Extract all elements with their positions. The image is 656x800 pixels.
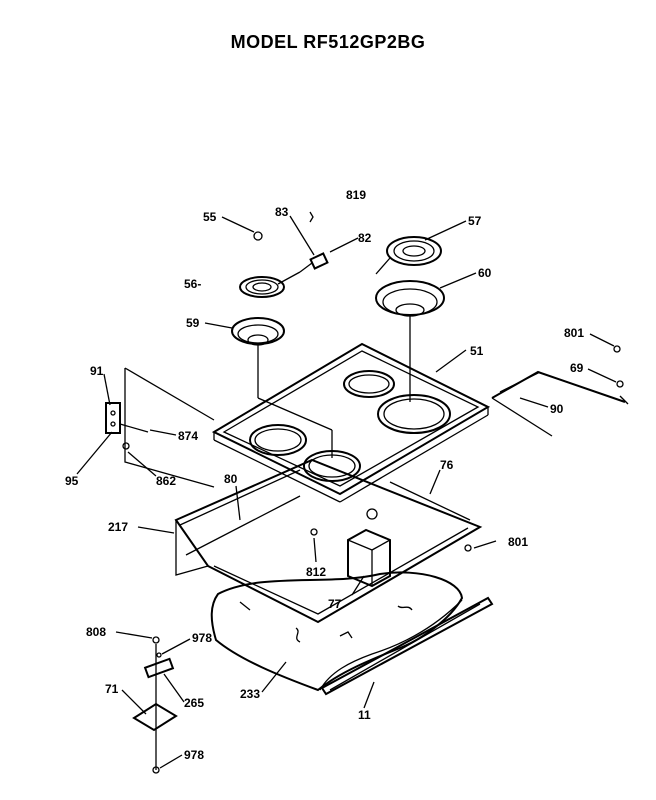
bracket-83-82	[299, 252, 329, 273]
label-60: 60	[478, 266, 492, 280]
front-rail-11	[320, 596, 494, 696]
diagram-title: MODEL RF512GP2BG	[230, 32, 426, 52]
rear-bracket-90	[491, 370, 629, 437]
washer-69	[616, 380, 624, 388]
label-95: 95	[65, 474, 79, 488]
screw-801-top	[613, 345, 621, 353]
label-978-bottom: 978	[184, 748, 204, 762]
label-71: 71	[105, 682, 119, 696]
screw-819	[309, 211, 314, 223]
surface-element-56	[239, 271, 301, 298]
knob-55	[253, 231, 263, 241]
label-77: 77	[328, 597, 342, 611]
label-69: 69	[570, 361, 584, 375]
label-801-top: 801	[564, 326, 584, 340]
drip-bowl-59	[231, 317, 285, 346]
label-265: 265	[184, 696, 204, 710]
main-top-frame	[174, 458, 483, 624]
label-217: 217	[108, 520, 128, 534]
label-83: 83	[275, 205, 289, 219]
drip-bowl-60	[375, 280, 445, 317]
label-11: 11	[358, 708, 371, 722]
label-55: 55	[203, 210, 217, 224]
label-56: 56-	[184, 277, 201, 291]
label-59: 59	[186, 316, 200, 330]
cooktop-panel	[211, 342, 491, 503]
hardware-stack	[132, 636, 178, 774]
label-82: 82	[358, 231, 372, 245]
label-leaders	[76, 215, 617, 769]
label-812: 812	[306, 565, 326, 579]
label-874: 874	[178, 429, 198, 443]
label-862: 862	[156, 474, 176, 488]
label-51: 51	[470, 344, 484, 358]
label-233: 233	[240, 687, 260, 701]
label-76: 76	[440, 458, 454, 472]
part-labels: 55 83 819 82 57 56- 60 59 801 69 51 91 9…	[65, 188, 584, 762]
surface-element-57	[375, 236, 442, 275]
label-978-top: 978	[192, 631, 212, 645]
label-80: 80	[224, 472, 238, 486]
label-819: 819	[346, 188, 366, 202]
insulation-pad-233	[210, 571, 464, 692]
label-91: 91	[90, 364, 104, 378]
label-57: 57	[468, 214, 482, 228]
side-bracket-91	[105, 367, 215, 488]
label-90: 90	[550, 402, 564, 416]
junction-box-77	[347, 508, 391, 588]
label-808: 808	[86, 625, 106, 639]
label-801-right: 801	[508, 535, 528, 549]
